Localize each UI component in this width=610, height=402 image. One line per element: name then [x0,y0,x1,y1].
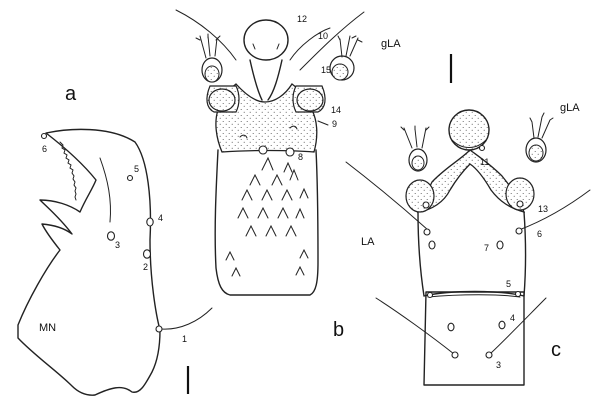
labrum-neck [250,60,282,100]
seta-7-pore [497,241,503,249]
seta-5-pore [516,292,521,297]
seta-pore-c-4left [448,323,454,331]
panel-c-ventral: 11 13 6 7 5 4 3 gLA LA c [346,54,590,385]
gla-label-c: gLA [560,102,580,114]
mandible-inner-curve [100,158,111,222]
bristle-left [176,10,236,60]
seta-15-label: 15 [321,65,331,75]
seta-6-pore [516,228,522,234]
seta-3-label: 3 [496,360,501,370]
gla-label-b: gLA [381,38,401,50]
trunk-spines [226,158,308,276]
seta-10-label: 10 [318,31,328,41]
panel-b-head: 12 10 15 14 9 8 gLA b [176,10,401,341]
seta-2-pore [144,250,151,258]
seta-11-pore [480,146,485,151]
seta-13-label: 13 [538,204,548,214]
bristle-lower-right [490,298,546,354]
seta-6-label: 6 [537,229,542,239]
seta-11-label: 11 [480,157,489,167]
body-lower [424,292,524,385]
seta-4-label: 4 [158,213,163,223]
mn-label: MN [39,322,56,334]
seta-3-pore [486,352,492,358]
prementum-sphere [449,110,489,150]
seta-6-label: 6 [42,144,47,154]
seta-8-pore [286,148,294,156]
seta-5-label: 5 [506,279,511,289]
seta-8-label: 8 [298,152,303,162]
seta-3-pore [108,232,115,240]
seta-pore-c-left [423,202,429,208]
seta-13-pore [517,201,523,207]
seta-4-label: 4 [510,313,515,323]
body-suture [428,295,520,297]
seta-pore-c-3left [452,352,458,358]
right-palp-c [506,113,553,210]
bristle-lower-left [376,298,454,354]
panel-a-letter: a [65,83,77,105]
panel-c-letter: c [551,339,561,361]
seta-2-label: 2 [143,262,148,272]
seta-6-pore [42,134,47,139]
labrum-cap [244,20,288,60]
la-label: LA [361,236,375,248]
seta-12-label: 12 [297,14,307,24]
seta-3-label: 3 [115,240,120,250]
seta-4-pore [147,218,153,226]
panel-b-letter: b [333,319,344,341]
seta-pore-c-5left [428,293,433,298]
seta-5-pore [128,176,133,181]
seta-1-pore [156,326,162,332]
seta-5-label: 5 [134,164,139,174]
seta-1-bristle [162,308,212,329]
seta-9-label: 9 [332,119,337,129]
seta-1-label: 1 [182,334,187,344]
seta-4-pore [499,321,505,329]
seta-pore-center [259,146,267,154]
seta-7-label: 7 [484,243,489,253]
panel-a-mandible: 6 5 4 3 2 1 a MN [18,83,212,395]
seta-14-label: 14 [331,105,341,115]
seta-9-leader [318,121,328,125]
seta-la-pore [424,229,430,235]
left-palp-c [401,126,434,212]
left-palp [196,34,239,112]
seta-pore-c-la2 [429,241,435,249]
